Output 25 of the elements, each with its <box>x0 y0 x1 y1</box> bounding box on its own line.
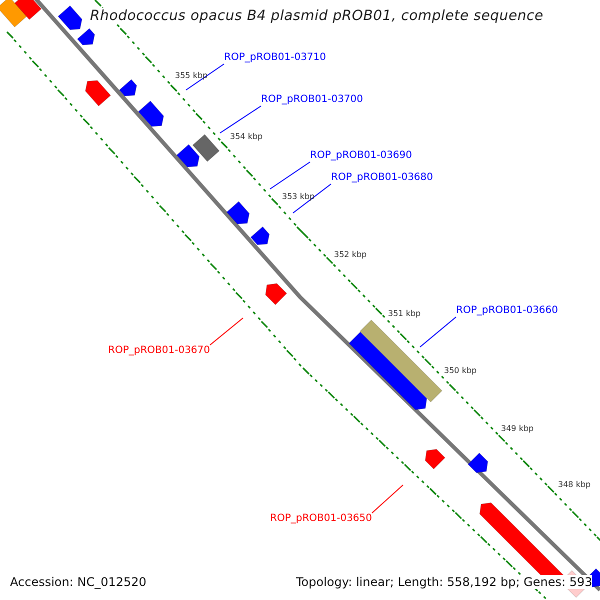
position-label: 348 kbp <box>558 480 591 490</box>
gene-label: ROP_pROB01-03680 <box>331 172 434 184</box>
gene-label: ROP_pROB01-03700 <box>261 94 364 106</box>
position-label: 352 kbp <box>334 250 367 260</box>
leader-line <box>292 184 332 214</box>
leader-line <box>210 318 244 346</box>
leader-line <box>420 316 456 348</box>
gene-label: ROP_pROB01-03690 <box>310 150 412 162</box>
leader-line <box>220 106 262 134</box>
gene-label: ROP_pROB01-03710 <box>224 52 326 64</box>
diagram-title: Rhodococcus opacus B4 plasmid pROB01, complete sequence <box>90 8 544 24</box>
position-label: 354 kbp <box>230 132 263 142</box>
gene-label: ROP_pROB01-03660 <box>456 305 558 317</box>
footer-text: Topology: linear; Length: 558,192 bp; Genes: 593 <box>296 575 592 589</box>
leader-line <box>270 162 310 190</box>
leader-line <box>372 484 404 514</box>
position-label: 353 kbp <box>282 192 315 202</box>
position-label: 355 kbp <box>175 71 208 81</box>
position-label: 351 kbp <box>388 309 421 319</box>
gene-label: ROP_pROB01-03650 <box>270 513 372 525</box>
position-label: 350 kbp <box>444 366 477 376</box>
footer-text: Accession: NC_012520 <box>10 575 146 589</box>
leader-line <box>186 64 224 90</box>
position-label: 349 kbp <box>501 424 534 434</box>
gene-label: ROP_pROB01-03670 <box>108 345 210 357</box>
